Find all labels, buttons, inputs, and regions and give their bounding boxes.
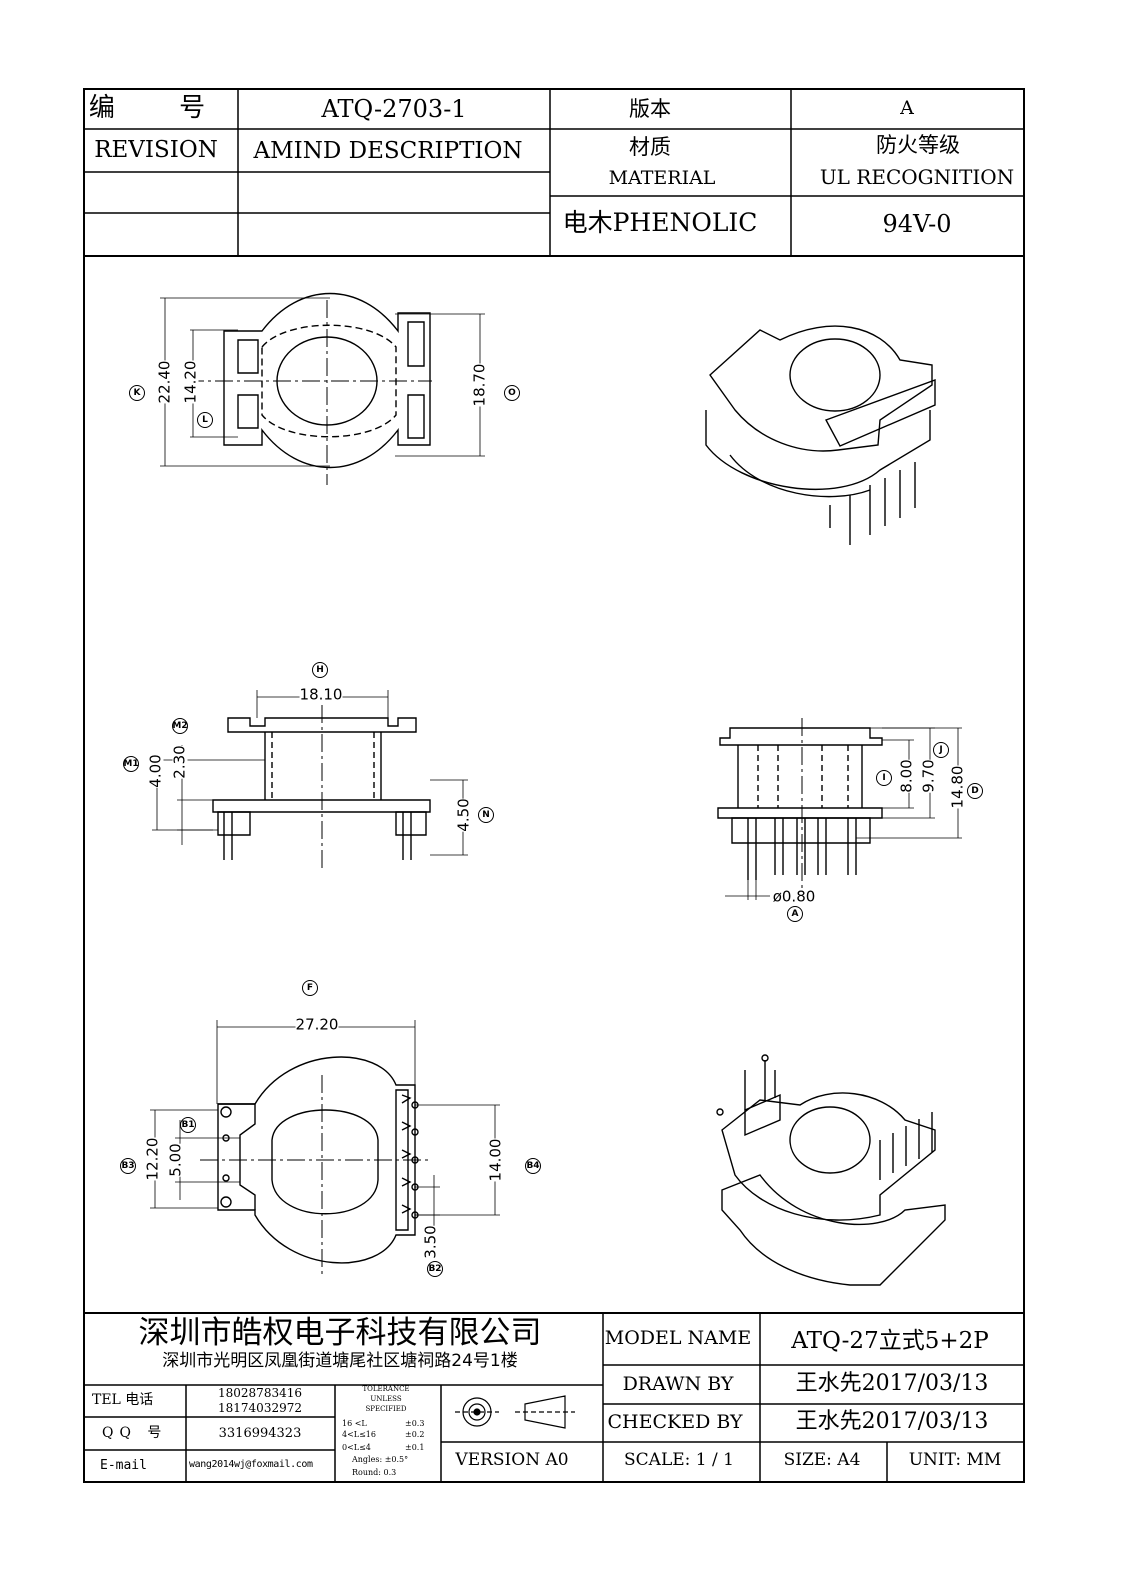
tolerance-title-3: SPECIFIED [365, 1405, 407, 1413]
email-label: E-mail [100, 1458, 147, 1473]
badge-n: N [478, 807, 494, 823]
badge-m2: M2 [172, 718, 188, 734]
dim-27-20: 27.20 [295, 1015, 339, 1034]
bottom-view [150, 1020, 500, 1275]
badge-o: O [504, 385, 520, 401]
dim-22-40: 22.40 [155, 360, 174, 404]
dim-9-70: 9.70 [919, 759, 938, 793]
dim-14-00: 14.00 [486, 1138, 505, 1182]
company-name: 深圳市皓权电子科技有限公司 [138, 1315, 542, 1351]
tolerance-value-2: ±0.2 [405, 1430, 425, 1439]
fire-rating-label-en: UL RECOGNITION [819, 165, 1015, 189]
badge-j: J [933, 742, 949, 758]
badge-f: F [302, 980, 318, 996]
tolerance-range-3: 0<L≤4 [342, 1443, 371, 1452]
size-label: SIZE: A4 [783, 1450, 861, 1470]
qq-label: QQ 号 [102, 1425, 168, 1441]
dim-18-70: 18.70 [470, 363, 489, 407]
number-label: 编 号 [88, 93, 234, 123]
tolerance-round: Round: 0.3 [352, 1468, 397, 1477]
checked-by-label: CHECKED BY [607, 1411, 743, 1433]
tolerance-title-2: UNLESS [370, 1395, 402, 1403]
material-value: 电木PHENOLIC [562, 208, 758, 237]
dim-12-20: 12.20 [143, 1137, 162, 1181]
badge-b2: B2 [427, 1261, 443, 1277]
tolerance-angles: Angles: ±0.5° [352, 1455, 409, 1464]
drawn-by-label: DRAWN BY [622, 1373, 734, 1395]
version-value: A [900, 97, 914, 119]
iso-view-top [705, 325, 936, 545]
projection-symbol [455, 1395, 575, 1429]
front-view [152, 690, 468, 870]
badge-i: I [876, 770, 892, 786]
badge-m1: M1 [123, 756, 139, 772]
company-address: 深圳市光明区凤凰街道塘尾社区塘祠路24号1楼 [162, 1351, 518, 1371]
tolerance-value-3: ±0.1 [405, 1443, 425, 1452]
fire-rating-label-cn: 防火等级 [876, 133, 960, 157]
unit-label: UNIT: MM [908, 1450, 1002, 1470]
dim-pin-diameter: ø0.80 [772, 887, 816, 906]
dim-4-00: 4.00 [146, 754, 165, 788]
email-value: wang2014wj@foxmail.com [189, 1459, 313, 1470]
badge-a: A [787, 906, 803, 922]
badge-b1: B1 [180, 1117, 196, 1133]
badge-b3: B3 [120, 1158, 136, 1174]
tolerance-range-2: 4<L≤16 [342, 1430, 376, 1439]
checked-by-value: 王水先2017/03/13 [795, 1409, 989, 1434]
fire-rating-value: 94V-0 [882, 210, 952, 238]
tolerance-title-1: TOLERANCE [362, 1385, 410, 1393]
revision-label: REVISION [94, 137, 218, 163]
side-view [717, 718, 962, 900]
top-view [160, 292, 485, 485]
material-label-cn: 材质 [629, 135, 671, 159]
badge-l: L [197, 412, 213, 428]
badge-h: H [312, 662, 328, 678]
material-label-en: MATERIAL [608, 167, 716, 189]
tel-value-1: 18028783416 [218, 1386, 302, 1400]
dim-5-00: 5.00 [166, 1143, 185, 1177]
model-name-label: MODEL NAME [604, 1327, 752, 1349]
tel-label: TEL 电话 [92, 1392, 154, 1408]
version-a0: VERSION A0 [455, 1450, 569, 1470]
dim-14-20: 14.20 [181, 360, 200, 404]
dim-14-80: 14.80 [948, 765, 967, 809]
drawn-by-value: 王水先2017/03/13 [795, 1371, 989, 1396]
tel-value-2: 18174032972 [218, 1401, 302, 1415]
badge-k: K [129, 385, 145, 401]
drawing-number: ATQ-2703-1 [321, 95, 467, 123]
dim-8-00: 8.00 [897, 759, 916, 793]
badge-b4: B4 [525, 1158, 541, 1174]
dim-2-30: 2.30 [170, 745, 189, 779]
tolerance-range-1: 16 <L [342, 1419, 367, 1428]
dim-4-50: 4.50 [454, 798, 473, 832]
dim-18-10: 18.10 [299, 685, 343, 704]
version-label: 版本 [629, 97, 671, 121]
iso-view-bottom [716, 1054, 946, 1286]
amend-description-label: AMIND DESCRIPTION [253, 138, 523, 164]
badge-d: D [967, 783, 983, 799]
dim-3-50: 3.50 [421, 1225, 440, 1259]
qq-value: 3316994323 [218, 1426, 302, 1441]
tolerance-value-1: ±0.3 [405, 1419, 425, 1428]
scale-label: SCALE: 1 / 1 [624, 1450, 734, 1470]
model-name-value: ATQ-27立式5+2P [791, 1328, 989, 1354]
